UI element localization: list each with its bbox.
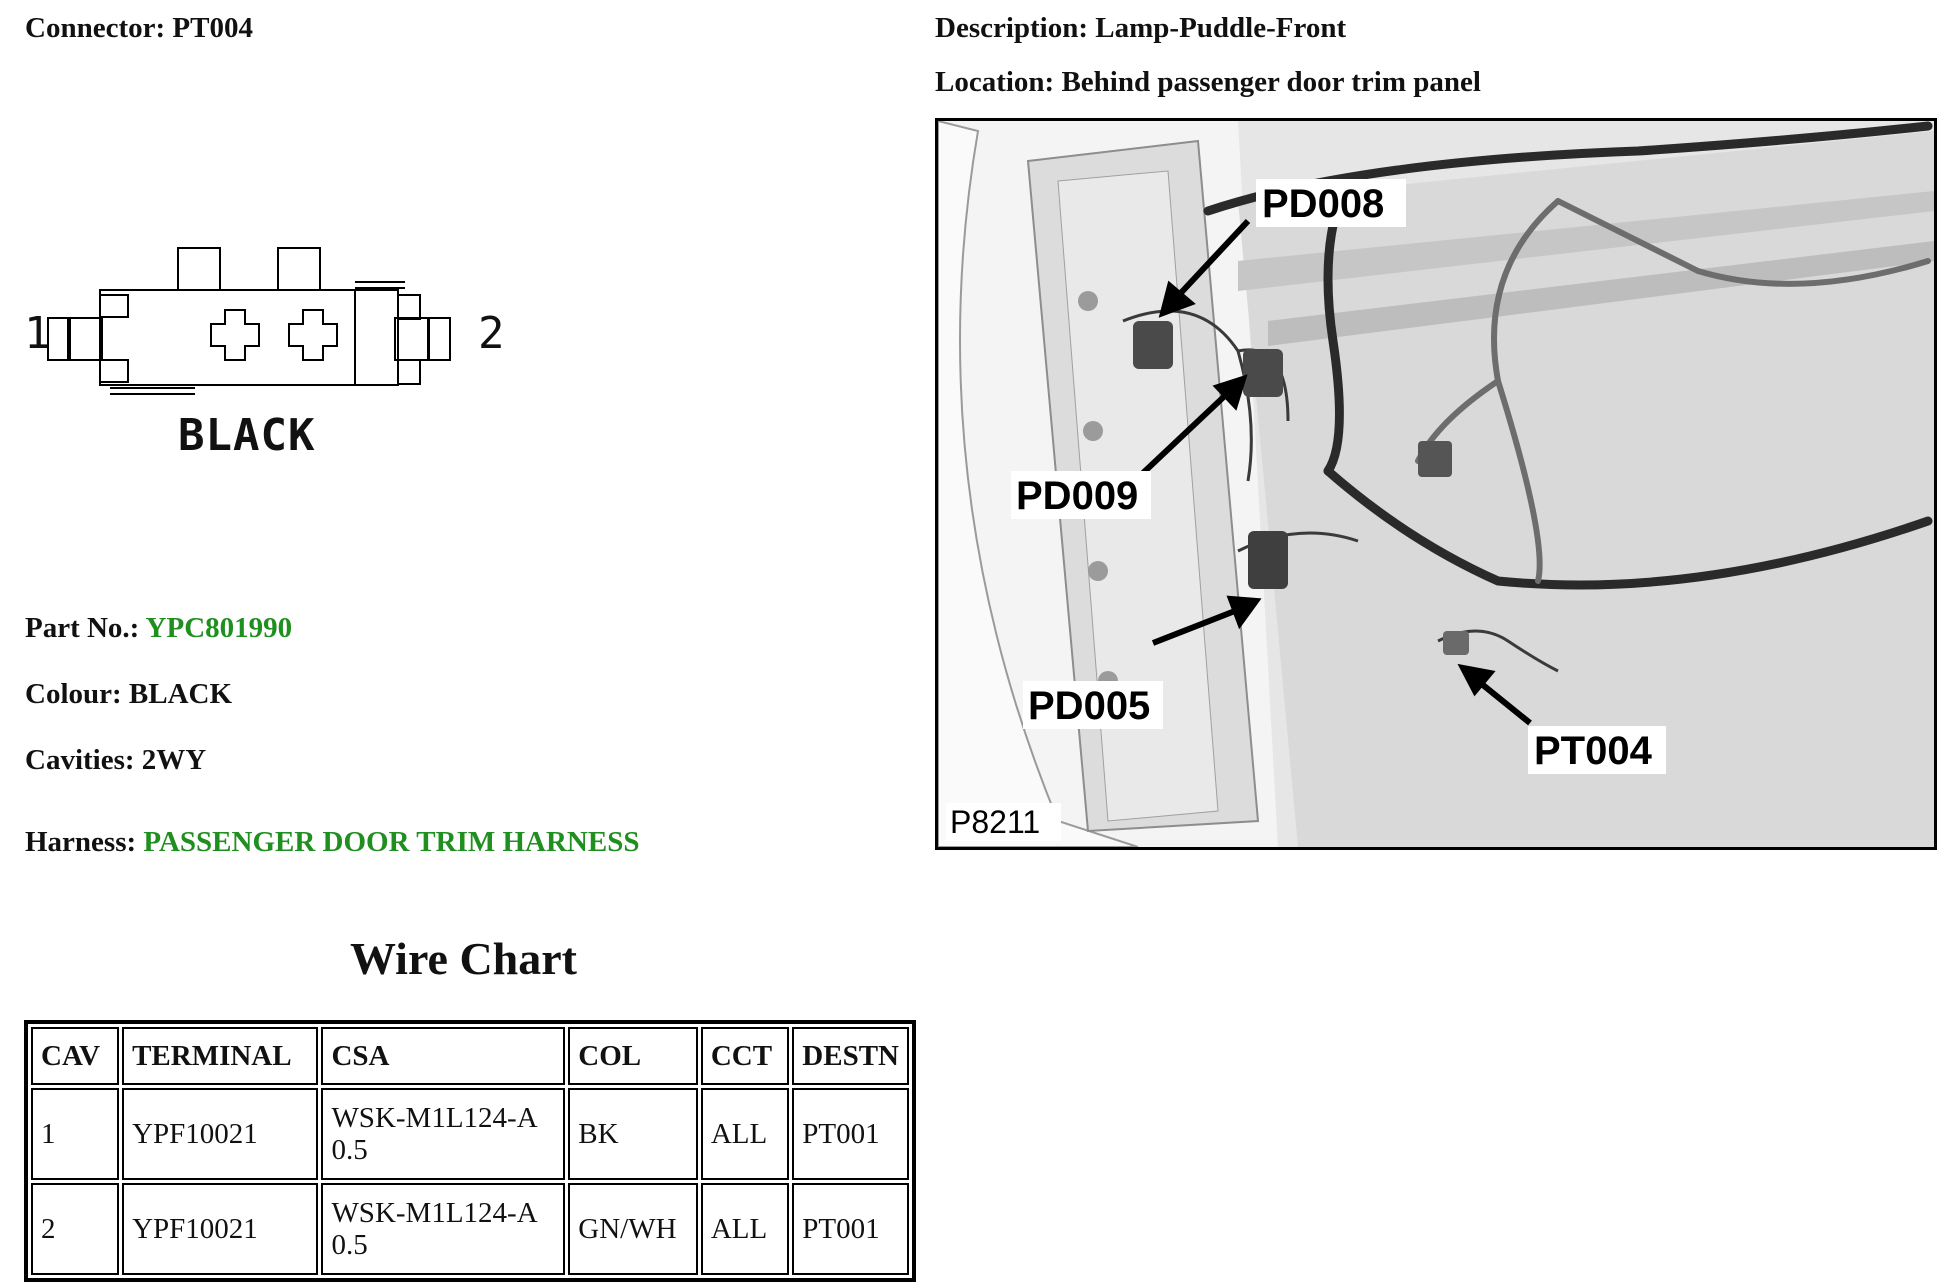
- cell-csa-spec: WSK-M1L124-A: [331, 1102, 538, 1134]
- cell-csa: WSK-M1L124-A 0.5: [321, 1088, 566, 1180]
- figure-reference: P8211: [950, 804, 1040, 840]
- door-trim-illustration: PD008 PD009 PD005 PT004 P8211: [938, 121, 1934, 847]
- cavities-field: Cavities: 2WY: [25, 744, 206, 777]
- location-photo: PD008 PD009 PD005 PT004 P8211: [935, 118, 1937, 850]
- cell-col: BK: [568, 1088, 698, 1180]
- cell-cct: ALL: [700, 1183, 790, 1275]
- description-field: Description: Lamp-Puddle-Front: [935, 12, 1346, 45]
- location-field: Location: Behind passenger door trim pan…: [935, 66, 1481, 99]
- location-value: Behind passenger door trim panel: [1061, 66, 1481, 98]
- cell-cct: ALL: [700, 1088, 790, 1180]
- cell-destn: PT001: [792, 1088, 909, 1180]
- pin-1-label: 1: [24, 308, 51, 359]
- description-label: Description:: [935, 12, 1089, 44]
- connector-label: Connector:: [25, 12, 166, 44]
- connector-outline: [47, 247, 451, 395]
- wire-chart-header-row: CAV TERMINAL CSA COL CCT DESTN: [31, 1027, 909, 1085]
- wire-chart-title: Wire Chart: [350, 933, 577, 984]
- header-destn: DESTN: [792, 1027, 909, 1085]
- cell-csa: WSK-M1L124-A 0.5: [321, 1183, 566, 1275]
- cell-destn: PT001: [792, 1183, 909, 1275]
- cell-cav: 1: [31, 1088, 120, 1180]
- table-row: 1 YPF10021 WSK-M1L124-A 0.5 BK ALL PT001: [31, 1088, 909, 1180]
- part-number-link[interactable]: YPC801990: [145, 612, 293, 644]
- header-csa: CSA: [321, 1027, 566, 1085]
- colour-field: Colour: BLACK: [25, 678, 232, 711]
- connector-value: PT004: [172, 12, 253, 44]
- cavities-value: 2WY: [141, 744, 207, 776]
- harness-field: Harness: PASSENGER DOOR TRIM HARNESS: [25, 826, 639, 859]
- header-col: COL: [568, 1027, 698, 1085]
- connector-field: Connector: PT004: [25, 12, 253, 45]
- harness-label: Harness:: [25, 826, 137, 858]
- colour-caption: BLACK: [178, 410, 316, 461]
- callout-pd005: PD005: [1028, 684, 1150, 728]
- table-row: 2 YPF10021 WSK-M1L124-A 0.5 GN/WH ALL PT…: [31, 1183, 909, 1275]
- colour-label: Colour:: [25, 678, 122, 710]
- colour-value: BLACK: [128, 678, 233, 710]
- cell-csa-size: 0.5: [331, 1134, 368, 1166]
- part-number-field: Part No.: YPC801990: [25, 612, 292, 645]
- callout-pd009: PD009: [1016, 474, 1138, 518]
- harness-link[interactable]: PASSENGER DOOR TRIM HARNESS: [143, 826, 640, 858]
- header-terminal: TERMINAL: [122, 1027, 319, 1085]
- callout-pt004: PT004: [1534, 729, 1653, 773]
- description-value: Lamp-Puddle-Front: [1095, 12, 1347, 44]
- cell-terminal: YPF10021: [122, 1183, 319, 1275]
- cell-csa-size: 0.5: [331, 1229, 368, 1261]
- header-cav: CAV: [31, 1027, 120, 1085]
- wire-chart-table: CAV TERMINAL CSA COL CCT DESTN 1 YPF1002…: [24, 1020, 916, 1282]
- cell-cav: 2: [31, 1183, 120, 1275]
- cell-terminal: YPF10021: [122, 1088, 319, 1180]
- cavities-label: Cavities:: [25, 744, 135, 776]
- location-label: Location:: [935, 66, 1055, 98]
- cell-csa-spec: WSK-M1L124-A: [331, 1197, 538, 1229]
- callout-pd008: PD008: [1262, 182, 1384, 226]
- part-number-label: Part No.:: [25, 612, 140, 644]
- header-cct: CCT: [700, 1027, 790, 1085]
- connector-face-diagram: 1 2 BLACK: [20, 230, 520, 470]
- cell-col: GN/WH: [568, 1183, 698, 1275]
- pin-2-label: 2: [478, 308, 505, 359]
